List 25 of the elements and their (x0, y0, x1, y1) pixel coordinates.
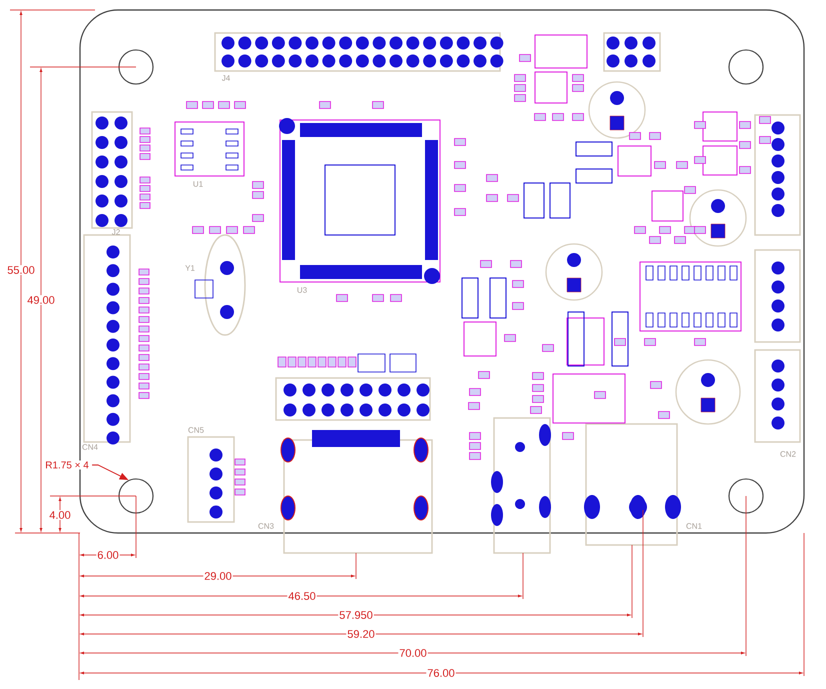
dimension-label: 57.950 (338, 610, 374, 620)
dimension-label: 70.00 (398, 648, 428, 658)
component-label: J4 (222, 75, 230, 81)
dimension-label: 6.00 (96, 550, 120, 560)
dimension-label: 46.50 (287, 591, 317, 601)
mounting-hole (118, 478, 154, 514)
mounting-hole (118, 49, 154, 85)
component-label: U1 (194, 181, 203, 187)
dimension-label: 76.00 (426, 668, 456, 678)
mounting-hole (728, 49, 764, 85)
component-label: Y1 (185, 265, 194, 271)
mounting-hole (728, 478, 764, 514)
component-label: J2 (112, 229, 120, 235)
dimension-label: 29.00 (203, 571, 233, 581)
dimension-label: 4.00 (48, 510, 72, 520)
component-label: CN3 (258, 523, 274, 529)
dimension-label: 55.00 (6, 265, 36, 275)
dimension-label: 49.00 (26, 295, 56, 305)
component-label: CN5 (188, 427, 204, 433)
component-label: U3 (298, 287, 307, 293)
component-label: CN1 (686, 523, 702, 529)
component-label: CN4 (82, 444, 98, 450)
dimension-label: 59.20 (346, 629, 376, 639)
leader-text: R1.75 × 4 (44, 460, 90, 470)
component-label: CN2 (780, 451, 796, 457)
